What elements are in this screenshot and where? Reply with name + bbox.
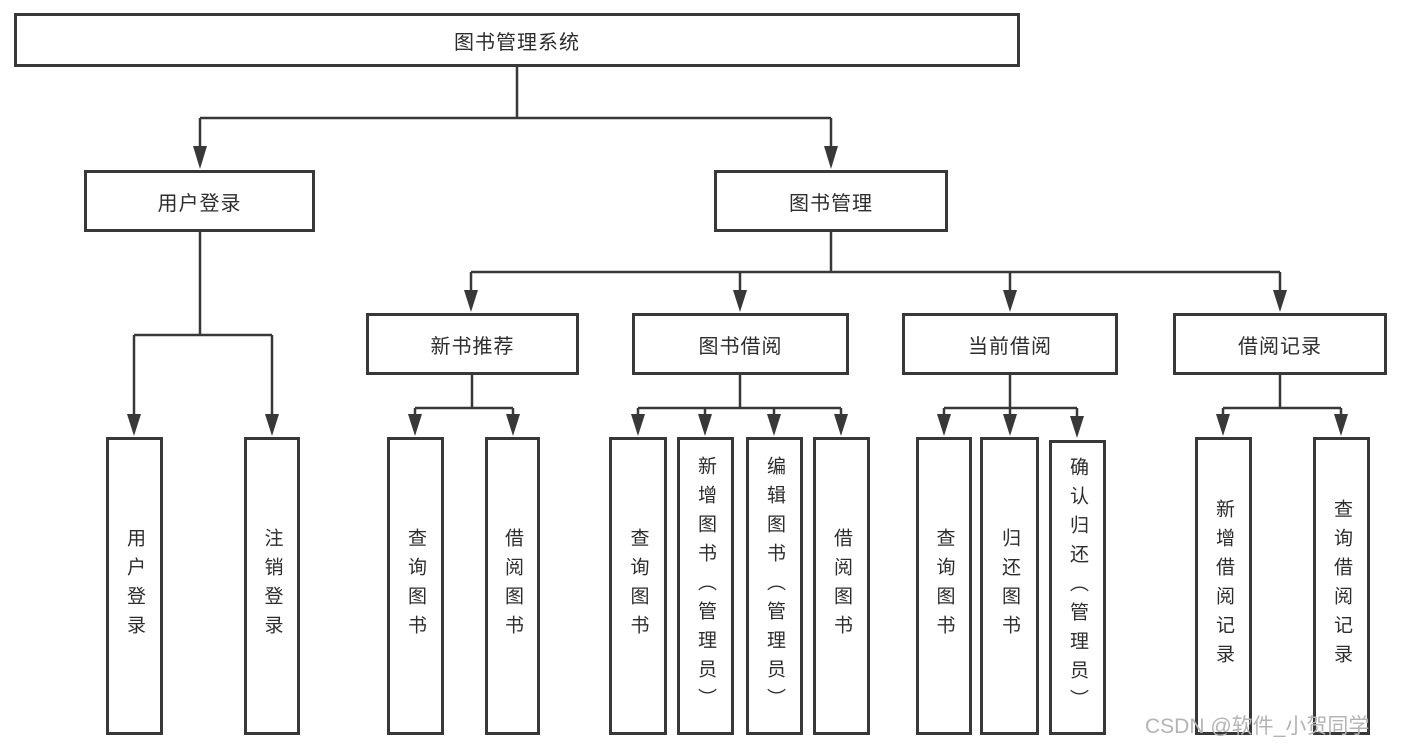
leaf-confirm-return-admin: 确认归还（管理员） [1049, 440, 1106, 735]
node-label: 图书借阅 [698, 335, 783, 358]
node-borrowing-records: 借阅记录 [1173, 313, 1387, 375]
leaf-query-borrow-record: 查询借阅记录 [1313, 437, 1370, 735]
leaf-query-books-current: 查询图书 [916, 437, 972, 735]
node-label: 新增图书（管理员） [695, 455, 716, 717]
leaf-add-books-admin: 新增图书（管理员） [677, 437, 734, 735]
node-label: 用户登录 [124, 528, 145, 644]
node-label: 确认归还（管理员） [1067, 457, 1088, 718]
node-current-borrowing: 当前借阅 [902, 313, 1118, 375]
node-label: 查询借阅记录 [1331, 499, 1352, 673]
leaf-return-books: 归还图书 [980, 437, 1039, 735]
node-label: 新书推荐 [430, 335, 515, 358]
node-user-login: 用户登录 [84, 170, 315, 232]
leaf-borrow-books: 借阅图书 [813, 437, 870, 735]
node-label: 图书管理 [789, 192, 873, 215]
node-label: 当前借阅 [968, 335, 1052, 358]
node-label: 注销登录 [261, 528, 283, 644]
node-label: 借阅图书 [831, 528, 852, 644]
node-library-management-system: 图书管理系统 [14, 13, 1020, 67]
node-new-book-recommendation: 新书推荐 [366, 313, 579, 375]
node-label: 归还图书 [999, 528, 1020, 644]
node-label: 用户登录 [157, 192, 242, 215]
leaf-add-borrow-record: 新增借阅记录 [1195, 437, 1252, 735]
node-label: 查询图书 [627, 528, 649, 644]
leaf-query-books-borrowing: 查询图书 [609, 437, 667, 735]
node-label: 图书管理系统 [454, 31, 580, 54]
node-label: 新增借阅记录 [1213, 499, 1234, 673]
node-label: 借阅图书 [502, 528, 523, 644]
node-book-borrowing: 图书借阅 [632, 313, 849, 375]
node-label: 借阅记录 [1238, 335, 1322, 358]
node-label: 编辑图书（管理员） [764, 455, 785, 717]
leaf-logout: 注销登录 [244, 437, 300, 735]
csdn-watermark: CSDN @软件_小贺同学 [1145, 715, 1370, 738]
node-book-management: 图书管理 [714, 170, 948, 232]
leaf-user-login: 用户登录 [106, 437, 163, 735]
leaf-borrow-books-recommend: 借阅图书 [485, 437, 540, 735]
leaf-query-books-recommend: 查询图书 [387, 437, 444, 735]
leaf-edit-books-admin: 编辑图书（管理员） [746, 437, 803, 735]
node-label: 查询图书 [933, 528, 955, 644]
node-label: 查询图书 [405, 528, 426, 644]
